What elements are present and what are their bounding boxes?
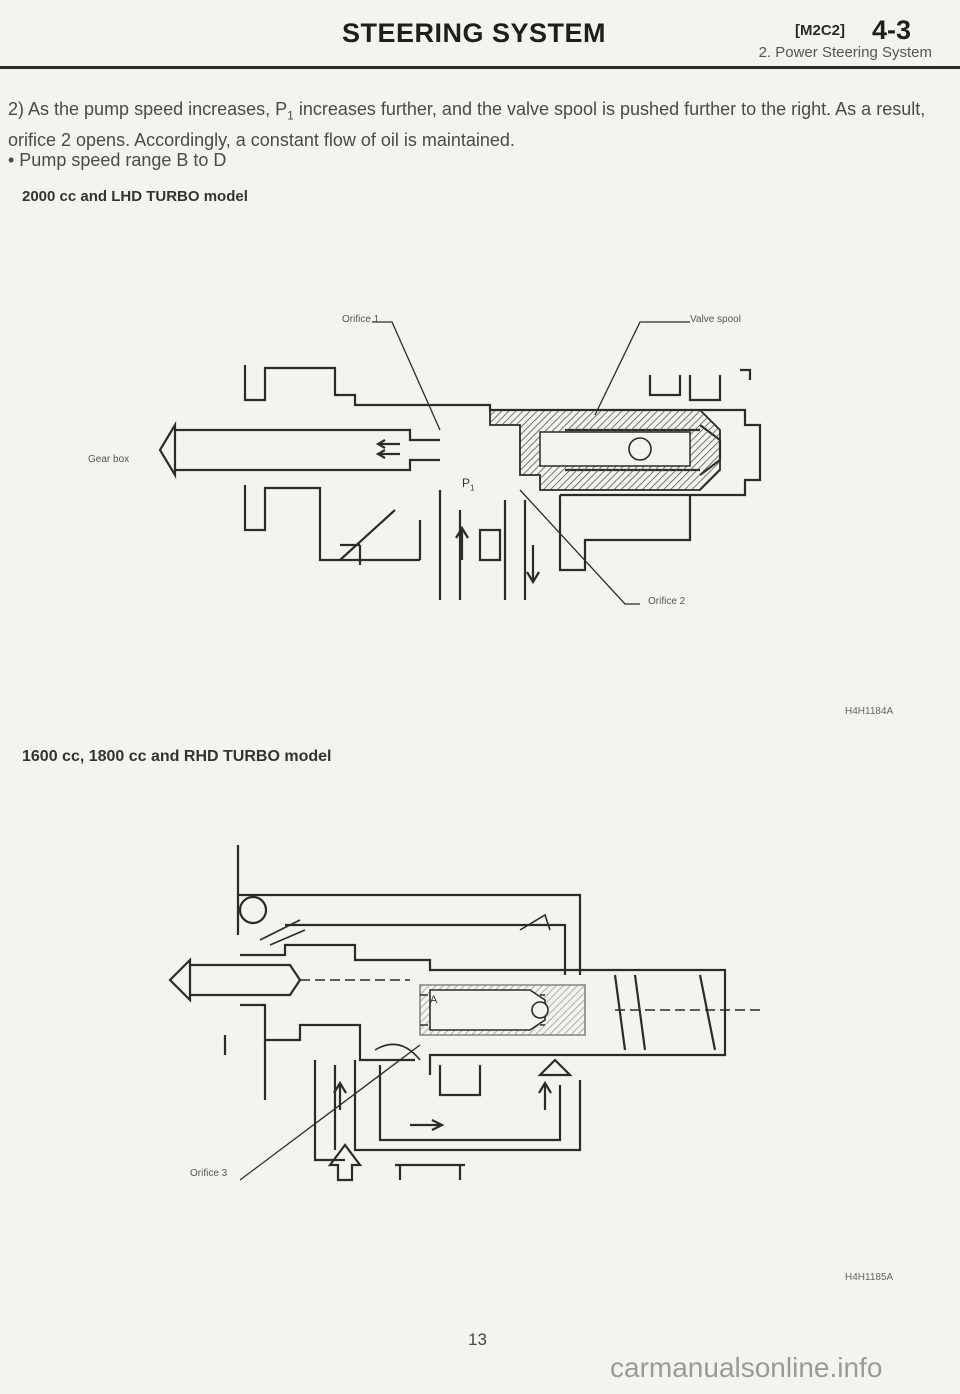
label-p1: P1 [462, 476, 474, 492]
figure1-id: H4H1184A [845, 706, 894, 717]
page-number: 4-3 [872, 15, 912, 45]
label-p1-sub: 1 [470, 483, 475, 493]
watermark: carmanualsonline.info [610, 1352, 883, 1383]
label-orifice-3: Orifice 3 [190, 1168, 228, 1179]
page-title: STEERING SYSTEM [342, 18, 607, 48]
label-p1-main: P [462, 476, 471, 490]
para-text-start: 2) As the pump speed increases, P [8, 99, 288, 119]
figure1-diagram [158, 321, 762, 605]
para-text-end: increases further, and the valve spool i… [8, 99, 926, 150]
label-a: A [430, 994, 438, 1006]
label-orifice-1: Orifice 1 [342, 314, 380, 325]
figure2-id: H4H1185A [845, 1272, 894, 1283]
label-valve-spool: Valve spool [690, 314, 741, 325]
bullet-item: • Pump speed range B to D [8, 150, 227, 170]
footer-page-number: 13 [468, 1330, 487, 1349]
label-gear-box: Gear box [88, 454, 130, 465]
section-code: [M2C2] [795, 22, 846, 39]
figure2-diagram [168, 845, 760, 1182]
header-rule [0, 66, 960, 69]
figure2-caption: 1600 cc, 1800 cc and RHD TURBO model [22, 748, 332, 765]
para-subscript: 1 [287, 108, 294, 123]
figure1-caption: 2000 cc and LHD TURBO model [22, 188, 248, 205]
section-subtitle: 2. Power Steering System [758, 44, 932, 61]
body-paragraph: 2) As the pump speed increases, P1 incre… [8, 97, 938, 152]
label-orifice-2: Orifice 2 [648, 596, 686, 607]
